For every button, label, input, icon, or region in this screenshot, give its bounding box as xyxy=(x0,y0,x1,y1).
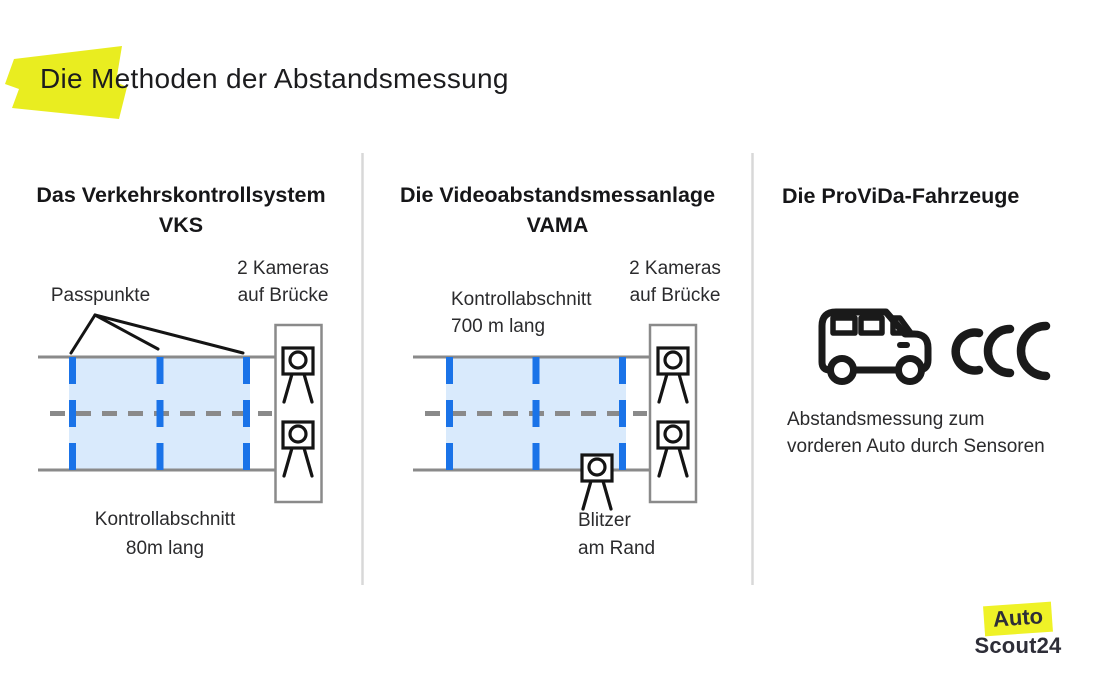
vks-cameras-label: 2 Kameras auf Brücke xyxy=(237,258,329,306)
vama-heading: Die Videoabstandsmessanlage VAMA xyxy=(362,180,753,240)
vks-heading: Das Verkehrskontrollsystem VKS xyxy=(0,180,362,240)
title-highlight-swatch xyxy=(5,46,127,119)
car-icon xyxy=(818,308,932,385)
passpunkte-label: Passpunkte xyxy=(50,285,151,306)
vks-heading-line2: VKS xyxy=(158,213,204,237)
vama-section-marks xyxy=(446,357,626,470)
page-title: Die Methoden der Abstandsmessung xyxy=(40,63,509,94)
blitzer-label: Blitzer am Rand xyxy=(578,510,656,559)
vama-road-diagram xyxy=(413,323,698,511)
vks-heading-line1: Das Verkehrskontrollsystem xyxy=(36,183,326,207)
radar-waves-icon xyxy=(951,321,1051,381)
vks-passpunkte-marks xyxy=(69,357,250,470)
autoscout24-logo: Auto Scout24 xyxy=(962,601,1074,659)
speed-camera-icon xyxy=(580,453,614,511)
provida-heading-line1: Die ProViDa-Fahrzeuge xyxy=(782,184,1020,208)
provida-heading: Die ProViDa-Fahrzeuge xyxy=(782,181,1019,211)
vama-heading-line2: VAMA xyxy=(526,213,589,237)
vks-section-label: Kontrollabschnitt 80m lang xyxy=(94,509,236,559)
passpunkte-pointer-lines xyxy=(69,313,245,355)
vama-cameras-label: 2 Kameras auf Brücke xyxy=(629,258,721,306)
vama-section-label: Kontrollabschnitt 700 m lang xyxy=(451,289,592,337)
logo-scout24-text: Scout24 xyxy=(974,633,1062,658)
vama-heading-line1: Die Videoabstandsmessanlage xyxy=(399,183,716,207)
logo-highlight-swatch: Auto xyxy=(982,601,1054,637)
vks-road-diagram xyxy=(38,313,323,504)
logo-auto-text: Auto xyxy=(992,603,1044,632)
provida-caption: Abstandsmessung zum vorderen Auto durch … xyxy=(787,409,1045,457)
